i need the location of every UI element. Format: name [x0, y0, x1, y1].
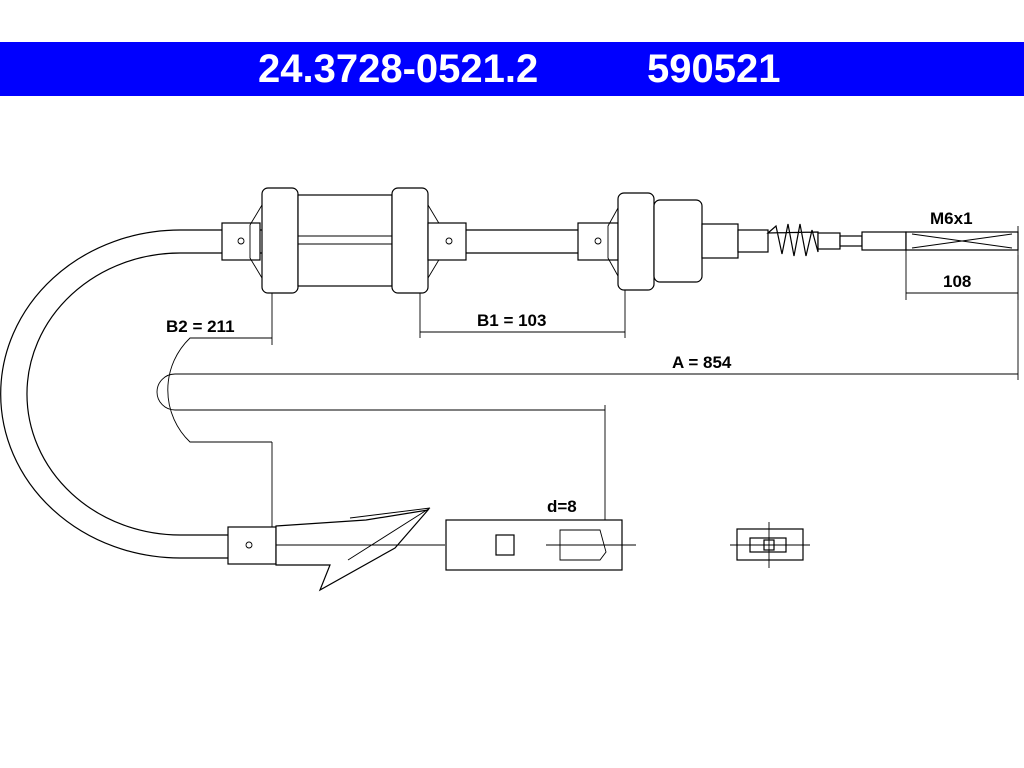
a-label: A = 854 [672, 353, 732, 372]
lower-fitting [227, 507, 636, 592]
b1-label: B1 = 103 [477, 311, 546, 330]
d-label: d=8 [547, 497, 577, 516]
dimension-lines [271, 290, 626, 540]
upper-cable-rod [221, 222, 262, 261]
cable-outer-sheath [0, 229, 230, 559]
adjuster-housing [607, 192, 769, 291]
end-view-symbol [730, 522, 810, 568]
reference-number: 590521 [647, 47, 781, 91]
middle-rod [466, 222, 619, 261]
thread-length-label: 108 [943, 272, 971, 291]
rubber-boot [766, 223, 907, 257]
b2-label: B2 = 211 [166, 317, 235, 336]
thread-label: M6x1 [930, 209, 973, 228]
damper-body-left [249, 187, 467, 294]
part-number: 24.3728-0521.2 [258, 47, 539, 91]
threaded-end [905, 226, 1019, 300]
title-banner: 24.3728-0521.2 590521 [0, 42, 1024, 96]
